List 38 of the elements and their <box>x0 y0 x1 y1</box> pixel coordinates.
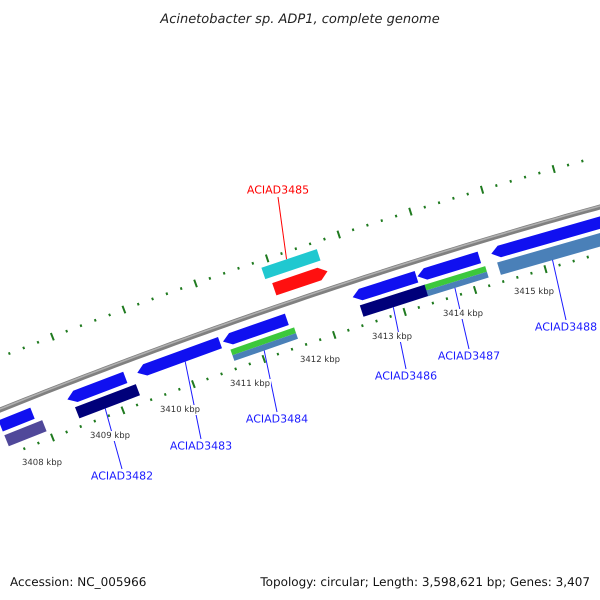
gene-label: ACIAD3486 <box>374 370 438 382</box>
genome-summary: Topology: circular; Length: 3,598,621 bp; Genes: 3,407 <box>260 575 590 589</box>
gene-segment <box>75 384 140 418</box>
position-label: 3413 kbp <box>370 332 414 342</box>
gene-segment <box>0 408 35 432</box>
position-label: 3414 kbp <box>442 309 484 319</box>
gene-segment <box>352 271 418 300</box>
leader-line <box>264 350 278 412</box>
leader-line <box>278 196 288 260</box>
gene-label: ACIAD3487 <box>438 350 500 362</box>
gene-segment <box>418 252 482 280</box>
gene-segment <box>4 420 47 446</box>
position-label: 3410 kbp <box>158 405 202 415</box>
position-label: 3409 kbp <box>88 431 132 441</box>
gene-label: ACIAD3482 <box>90 470 154 482</box>
gene-segment <box>426 272 489 296</box>
leader-line <box>552 259 566 320</box>
gene-label: ACIAD3488 <box>534 320 598 334</box>
gene-segment <box>230 327 296 356</box>
gene-label: ACIAD3485 <box>246 184 310 196</box>
gene-segment <box>272 268 328 296</box>
gene-segment <box>360 284 430 317</box>
gene-segment <box>137 337 222 376</box>
gene-segment <box>261 249 320 280</box>
gene-segment <box>223 314 289 344</box>
position-label: 3415 kbp <box>512 287 556 297</box>
diagram-title: Acinetobacter sp. ADP1, complete genome <box>158 11 441 29</box>
gene-segment <box>424 266 487 290</box>
gene-label: ACIAD3484 <box>246 412 308 426</box>
gene-segment <box>491 214 600 258</box>
position-label: 3408 kbp <box>20 458 64 468</box>
gene-label: ACIAD3483 <box>170 440 232 452</box>
accession-note: Accession: NC_005966 <box>10 575 146 589</box>
gene-segment <box>232 333 298 361</box>
position-label: 3411 kbp <box>228 379 272 389</box>
leader-line <box>184 361 202 440</box>
position-label: 3412 kbp <box>298 355 342 365</box>
gene-segment <box>67 372 128 402</box>
